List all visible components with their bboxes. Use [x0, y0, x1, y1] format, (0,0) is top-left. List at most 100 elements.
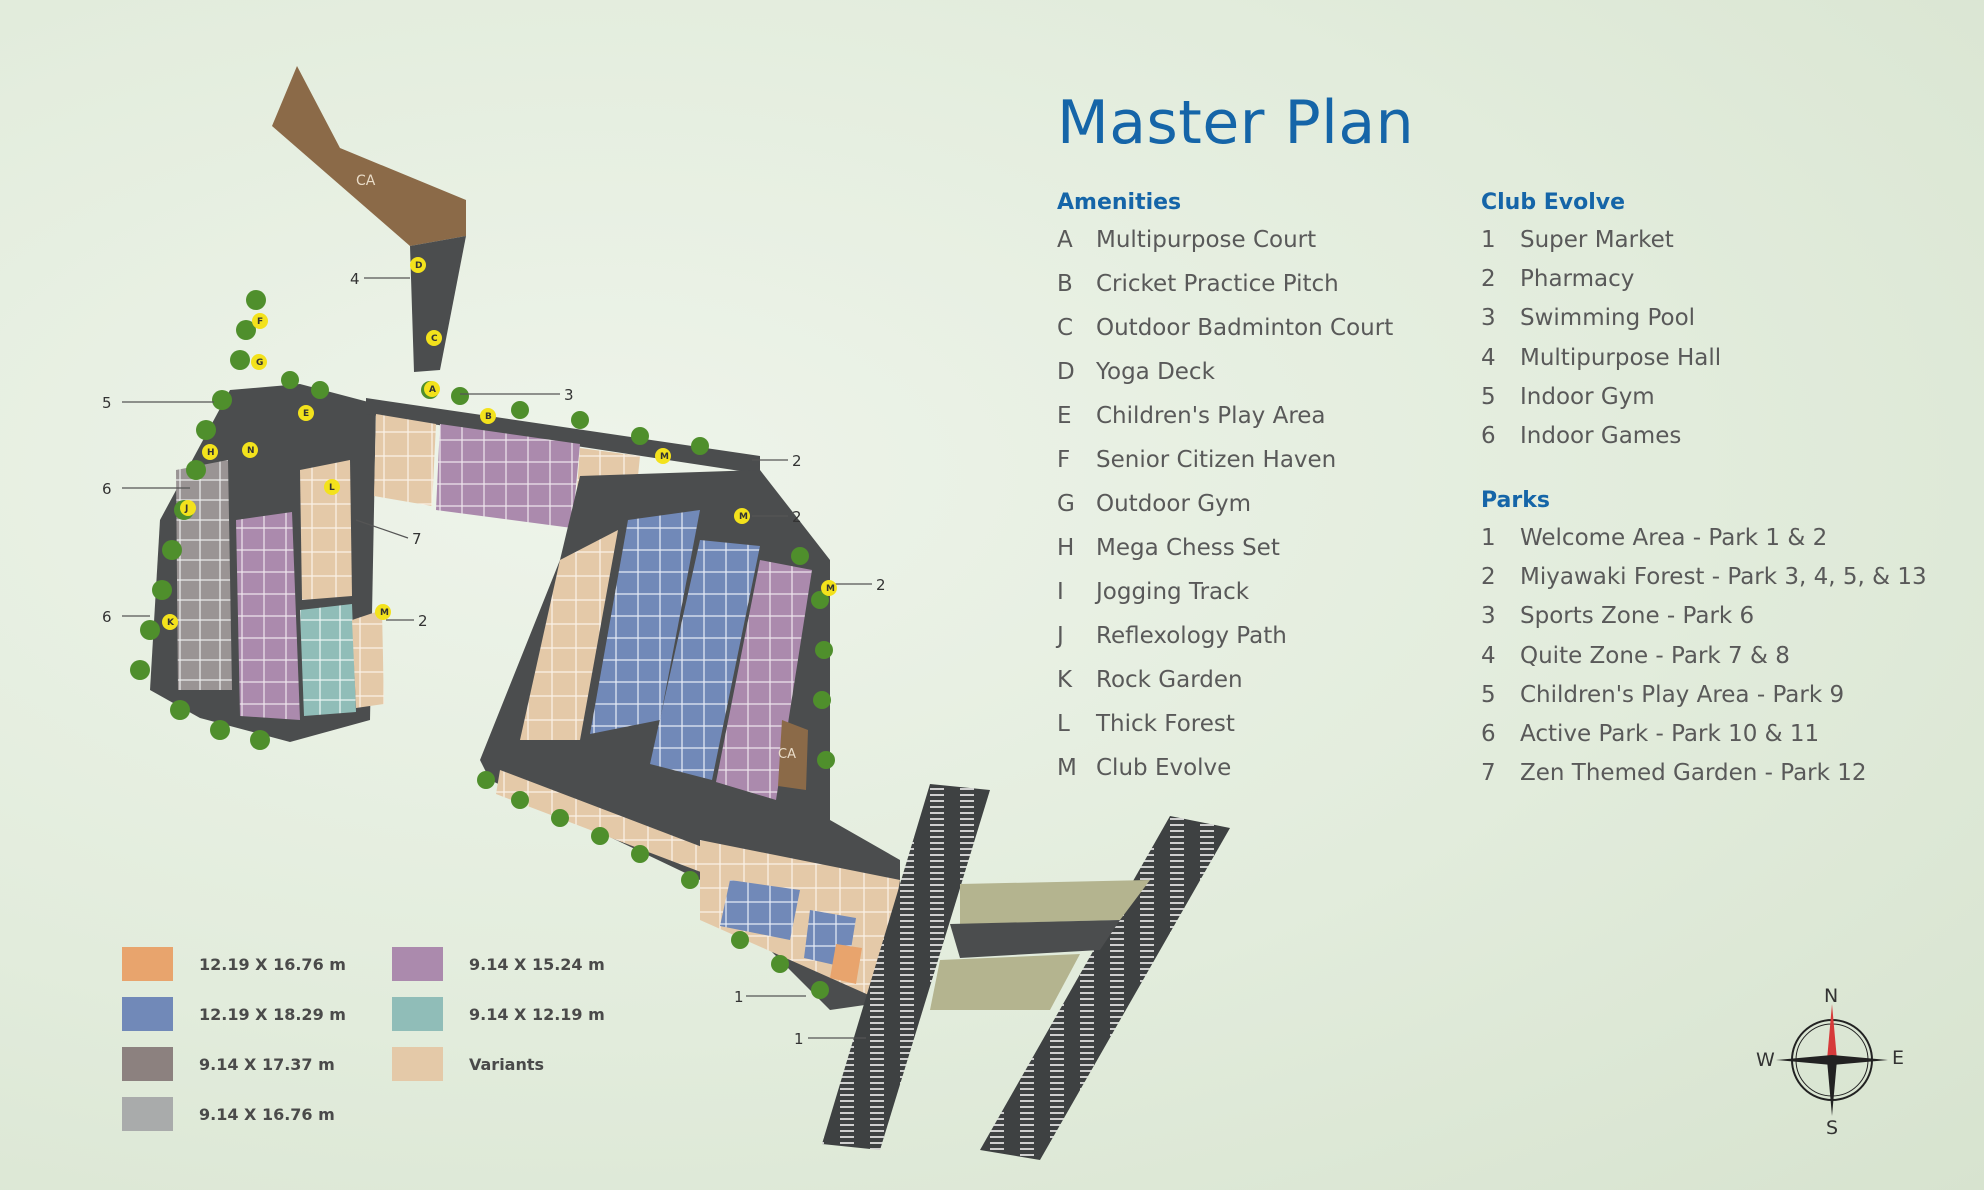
- park-key: 6: [1481, 720, 1496, 747]
- club-key: 2: [1481, 266, 1496, 293]
- list-item: 4 Quite Zone - Park 7 & 8: [1481, 643, 1927, 682]
- amenity-key: K: [1057, 667, 1073, 693]
- amenity-marker: B: [485, 412, 492, 422]
- amenity-label: Senior Citizen Haven: [1096, 447, 1337, 473]
- top-wing-plots-beige: [374, 414, 436, 506]
- amenity-key: H: [1057, 535, 1075, 561]
- park-callouts: 4 3 5 6 7 6 2 2 2 2 1 1: [102, 270, 886, 1048]
- amenity-label: Cricket Practice Pitch: [1096, 271, 1339, 297]
- park-label: Active Park - Park 10 & 11: [1520, 720, 1820, 747]
- club-key: 3: [1481, 305, 1496, 332]
- park-label: Sports Zone - Park 6: [1520, 603, 1755, 630]
- amenity-key: J: [1057, 623, 1064, 649]
- amenity-marker: C: [431, 334, 438, 344]
- amenity-key: I: [1057, 579, 1064, 605]
- amenity-key: A: [1057, 227, 1073, 253]
- park-key: 4: [1481, 642, 1496, 669]
- amenity-key: E: [1057, 403, 1072, 429]
- legend-item: 9.14 X 17.37 m: [122, 1047, 335, 1081]
- park-callout: 2: [792, 452, 802, 470]
- amenity-marker: A: [429, 385, 436, 395]
- amenity-marker: M: [739, 512, 748, 522]
- legend-swatch: [392, 997, 443, 1031]
- common-area-north: [272, 66, 466, 246]
- amenity-key: G: [1057, 491, 1075, 517]
- amenity-marker: M: [826, 584, 835, 594]
- amenity-label: Thick Forest: [1096, 711, 1235, 737]
- legend-item: Variants: [392, 1047, 544, 1081]
- amenity-marker: D: [415, 261, 422, 271]
- tree-line: [130, 290, 835, 999]
- main-plots-blue-2: [650, 540, 760, 780]
- amenity-key: D: [1057, 359, 1075, 385]
- park-key: 5: [1481, 681, 1496, 708]
- park-callout: 6: [102, 608, 112, 626]
- amenity-label: Children's Play Area: [1096, 403, 1326, 429]
- park-label: Quite Zone - Park 7 & 8: [1520, 642, 1790, 669]
- park-label: Zen Themed Garden - Park 12: [1520, 760, 1867, 787]
- amenity-markers: D C F G A B E H N L J K M M M M: [162, 257, 837, 630]
- park-label: Children's Play Area - Park 9: [1520, 681, 1845, 708]
- legend-label: Variants: [469, 1054, 545, 1074]
- legend-item: 9.14 X 12.19 m: [392, 997, 605, 1031]
- legend-label: 9.14 X 16.76 m: [199, 1104, 335, 1124]
- left-spur-plots: [352, 610, 384, 708]
- amenities-heading: Amenities: [1057, 190, 1182, 215]
- club-label: Pharmacy: [1520, 266, 1635, 293]
- legend-swatch: [122, 1097, 173, 1131]
- legend-item: 12.19 X 16.76 m: [122, 947, 346, 981]
- club-key: 1: [1481, 227, 1496, 253]
- legend-swatch: [392, 1047, 443, 1081]
- amenity-label: Multipurpose Court: [1096, 227, 1317, 253]
- amenity-marker: M: [380, 608, 389, 618]
- park-callout: 1: [794, 1030, 804, 1048]
- list-item: 2 Miyawaki Forest - Park 3, 4, 5, & 13: [1481, 564, 1927, 603]
- main-plots-blue: [590, 510, 700, 734]
- amenity-label: Outdoor Badminton Court: [1096, 315, 1394, 341]
- park-key: 2: [1481, 564, 1496, 591]
- club-evolve-heading: Club Evolve: [1481, 190, 1626, 215]
- ca-label-north: CA: [356, 173, 376, 189]
- park-callout: 1: [734, 988, 744, 1006]
- main-road-2: [980, 816, 1230, 1160]
- list-item: E Children's Play Area: [1057, 403, 1393, 447]
- legend-item: 9.14 X 16.76 m: [122, 1097, 335, 1131]
- list-item: I Jogging Track: [1057, 579, 1393, 623]
- amenity-key: M: [1057, 755, 1077, 781]
- amenity-key: B: [1057, 271, 1073, 297]
- amenity-label: Jogging Track: [1096, 579, 1250, 605]
- list-item: B Cricket Practice Pitch: [1057, 271, 1393, 315]
- legend-swatch: [122, 997, 173, 1031]
- park-callout: 7: [412, 530, 422, 548]
- legend-item: 9.14 X 15.24 m: [392, 947, 605, 981]
- park-callout: 2: [792, 508, 802, 526]
- park-callout: 2: [876, 576, 886, 594]
- park-callout: 3: [564, 386, 574, 404]
- left-wing-plots-beige: [300, 460, 352, 600]
- park-key: 1: [1481, 525, 1496, 551]
- main-plots-beige-south: [496, 770, 710, 874]
- legend-swatch: [122, 947, 173, 981]
- left-wing-plots-teal: [300, 604, 356, 716]
- parks-heading: Parks: [1481, 488, 1550, 513]
- club-label: Indoor Gym: [1520, 383, 1655, 410]
- top-wing-plots-purple: [436, 424, 580, 528]
- main-plots-purple: [716, 560, 812, 800]
- park-label: Miyawaki Forest - Park 3, 4, 5, & 13: [1520, 564, 1927, 591]
- south-plots-blue: [720, 880, 800, 940]
- compass-north: N: [1824, 985, 1838, 1007]
- amenity-label: Outdoor Gym: [1096, 491, 1252, 517]
- club-label: Multipurpose Hall: [1520, 344, 1722, 371]
